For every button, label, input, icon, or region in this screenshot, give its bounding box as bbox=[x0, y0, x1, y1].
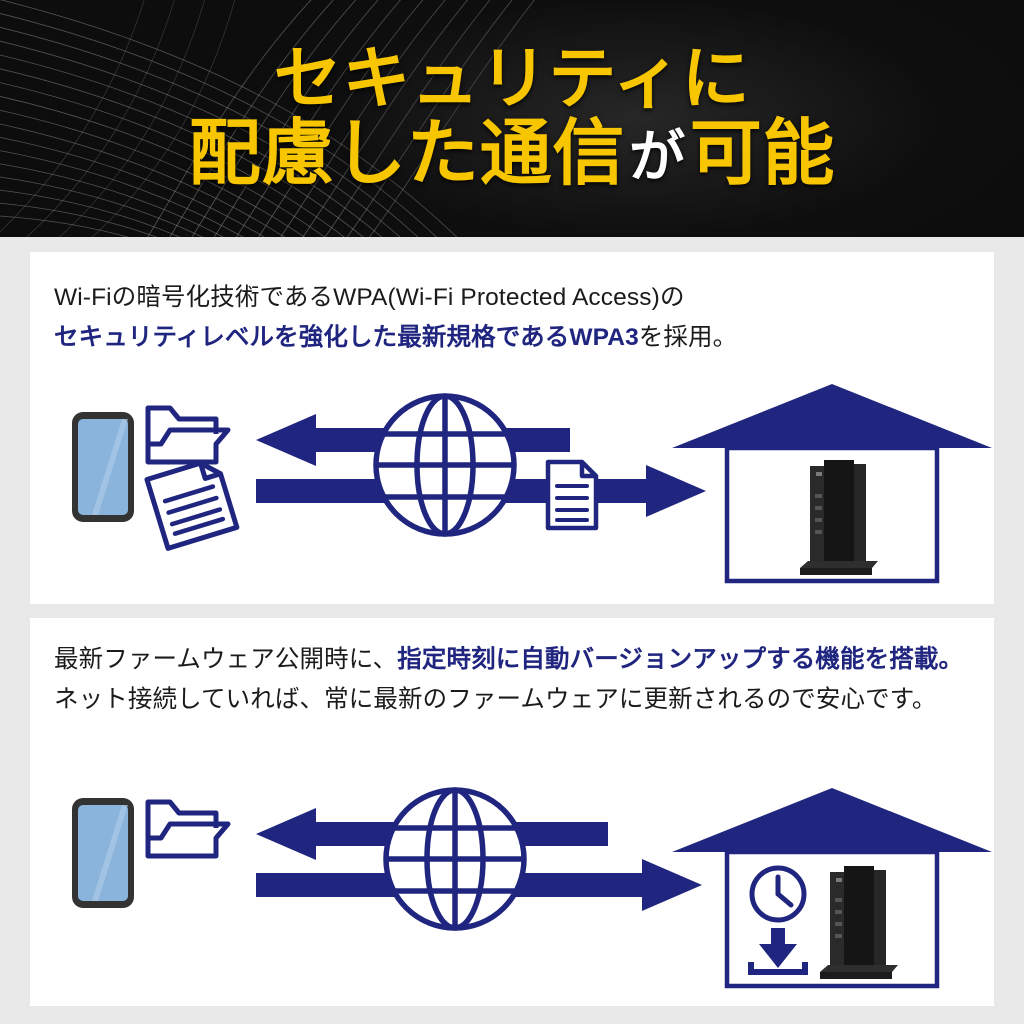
folder-icon bbox=[145, 405, 231, 465]
wpa3-text-plain-2: を採用。 bbox=[638, 323, 738, 351]
header-title-segment-1: 配慮した通信 bbox=[188, 114, 626, 195]
document-icon-transfer bbox=[545, 459, 599, 531]
globe-icon bbox=[383, 787, 527, 931]
header-title-line-2: 配慮した通信が可能 bbox=[189, 118, 836, 191]
clock-icon bbox=[749, 865, 807, 923]
header-title-block: セキュリティに 配慮した通信が可能 bbox=[0, 0, 1024, 237]
globe-icon bbox=[373, 393, 517, 537]
firmware-card-text: 最新ファームウェア公開時に、指定時刻に自動バージョンアップする機能を搭載。ネット… bbox=[54, 640, 972, 719]
wpa3-encryption-diagram bbox=[30, 378, 994, 594]
firmware-update-diagram bbox=[30, 778, 994, 1004]
firmware-text-plain-1: 最新ファームウェア公開時に、 bbox=[54, 646, 398, 673]
folder-icon bbox=[145, 799, 231, 859]
header-banner: セキュリティに 配慮した通信が可能 bbox=[0, 0, 1024, 237]
wpa3-text-highlight: セキュリティレベルを強化した最新規格であるWPA3 bbox=[54, 323, 639, 351]
router-device-icon bbox=[800, 460, 878, 575]
wpa3-text-plain-1: Wi-Fiの暗号化技術であるWPA(Wi-Fi Protected Access… bbox=[54, 284, 685, 311]
header-title-segment-2: 可能 bbox=[689, 114, 836, 195]
wpa3-card: Wi-Fiの暗号化技術であるWPA(Wi-Fi Protected Access… bbox=[30, 252, 994, 604]
smartphone-icon bbox=[72, 798, 134, 908]
firmware-text-highlight: 指定時刻に自動バージョンアップする機能を搭載。 bbox=[397, 646, 964, 673]
firmware-text-plain-2: ネット接続していれば、常に最新のファームウェアに更新されるので安心です。 bbox=[54, 685, 937, 713]
document-icon bbox=[144, 460, 240, 551]
header-title-line-1: セキュリティに bbox=[273, 41, 751, 118]
header-title-highlight-kana: が bbox=[629, 125, 686, 189]
smartphone-icon bbox=[72, 412, 134, 522]
download-arrow-icon bbox=[748, 928, 808, 975]
wpa3-card-text: Wi-Fiの暗号化技術であるWPA(Wi-Fi Protected Access… bbox=[54, 278, 972, 357]
router-device-icon bbox=[820, 866, 898, 979]
firmware-card: 最新ファームウェア公開時に、指定時刻に自動バージョンアップする機能を搭載。ネット… bbox=[30, 618, 994, 1006]
